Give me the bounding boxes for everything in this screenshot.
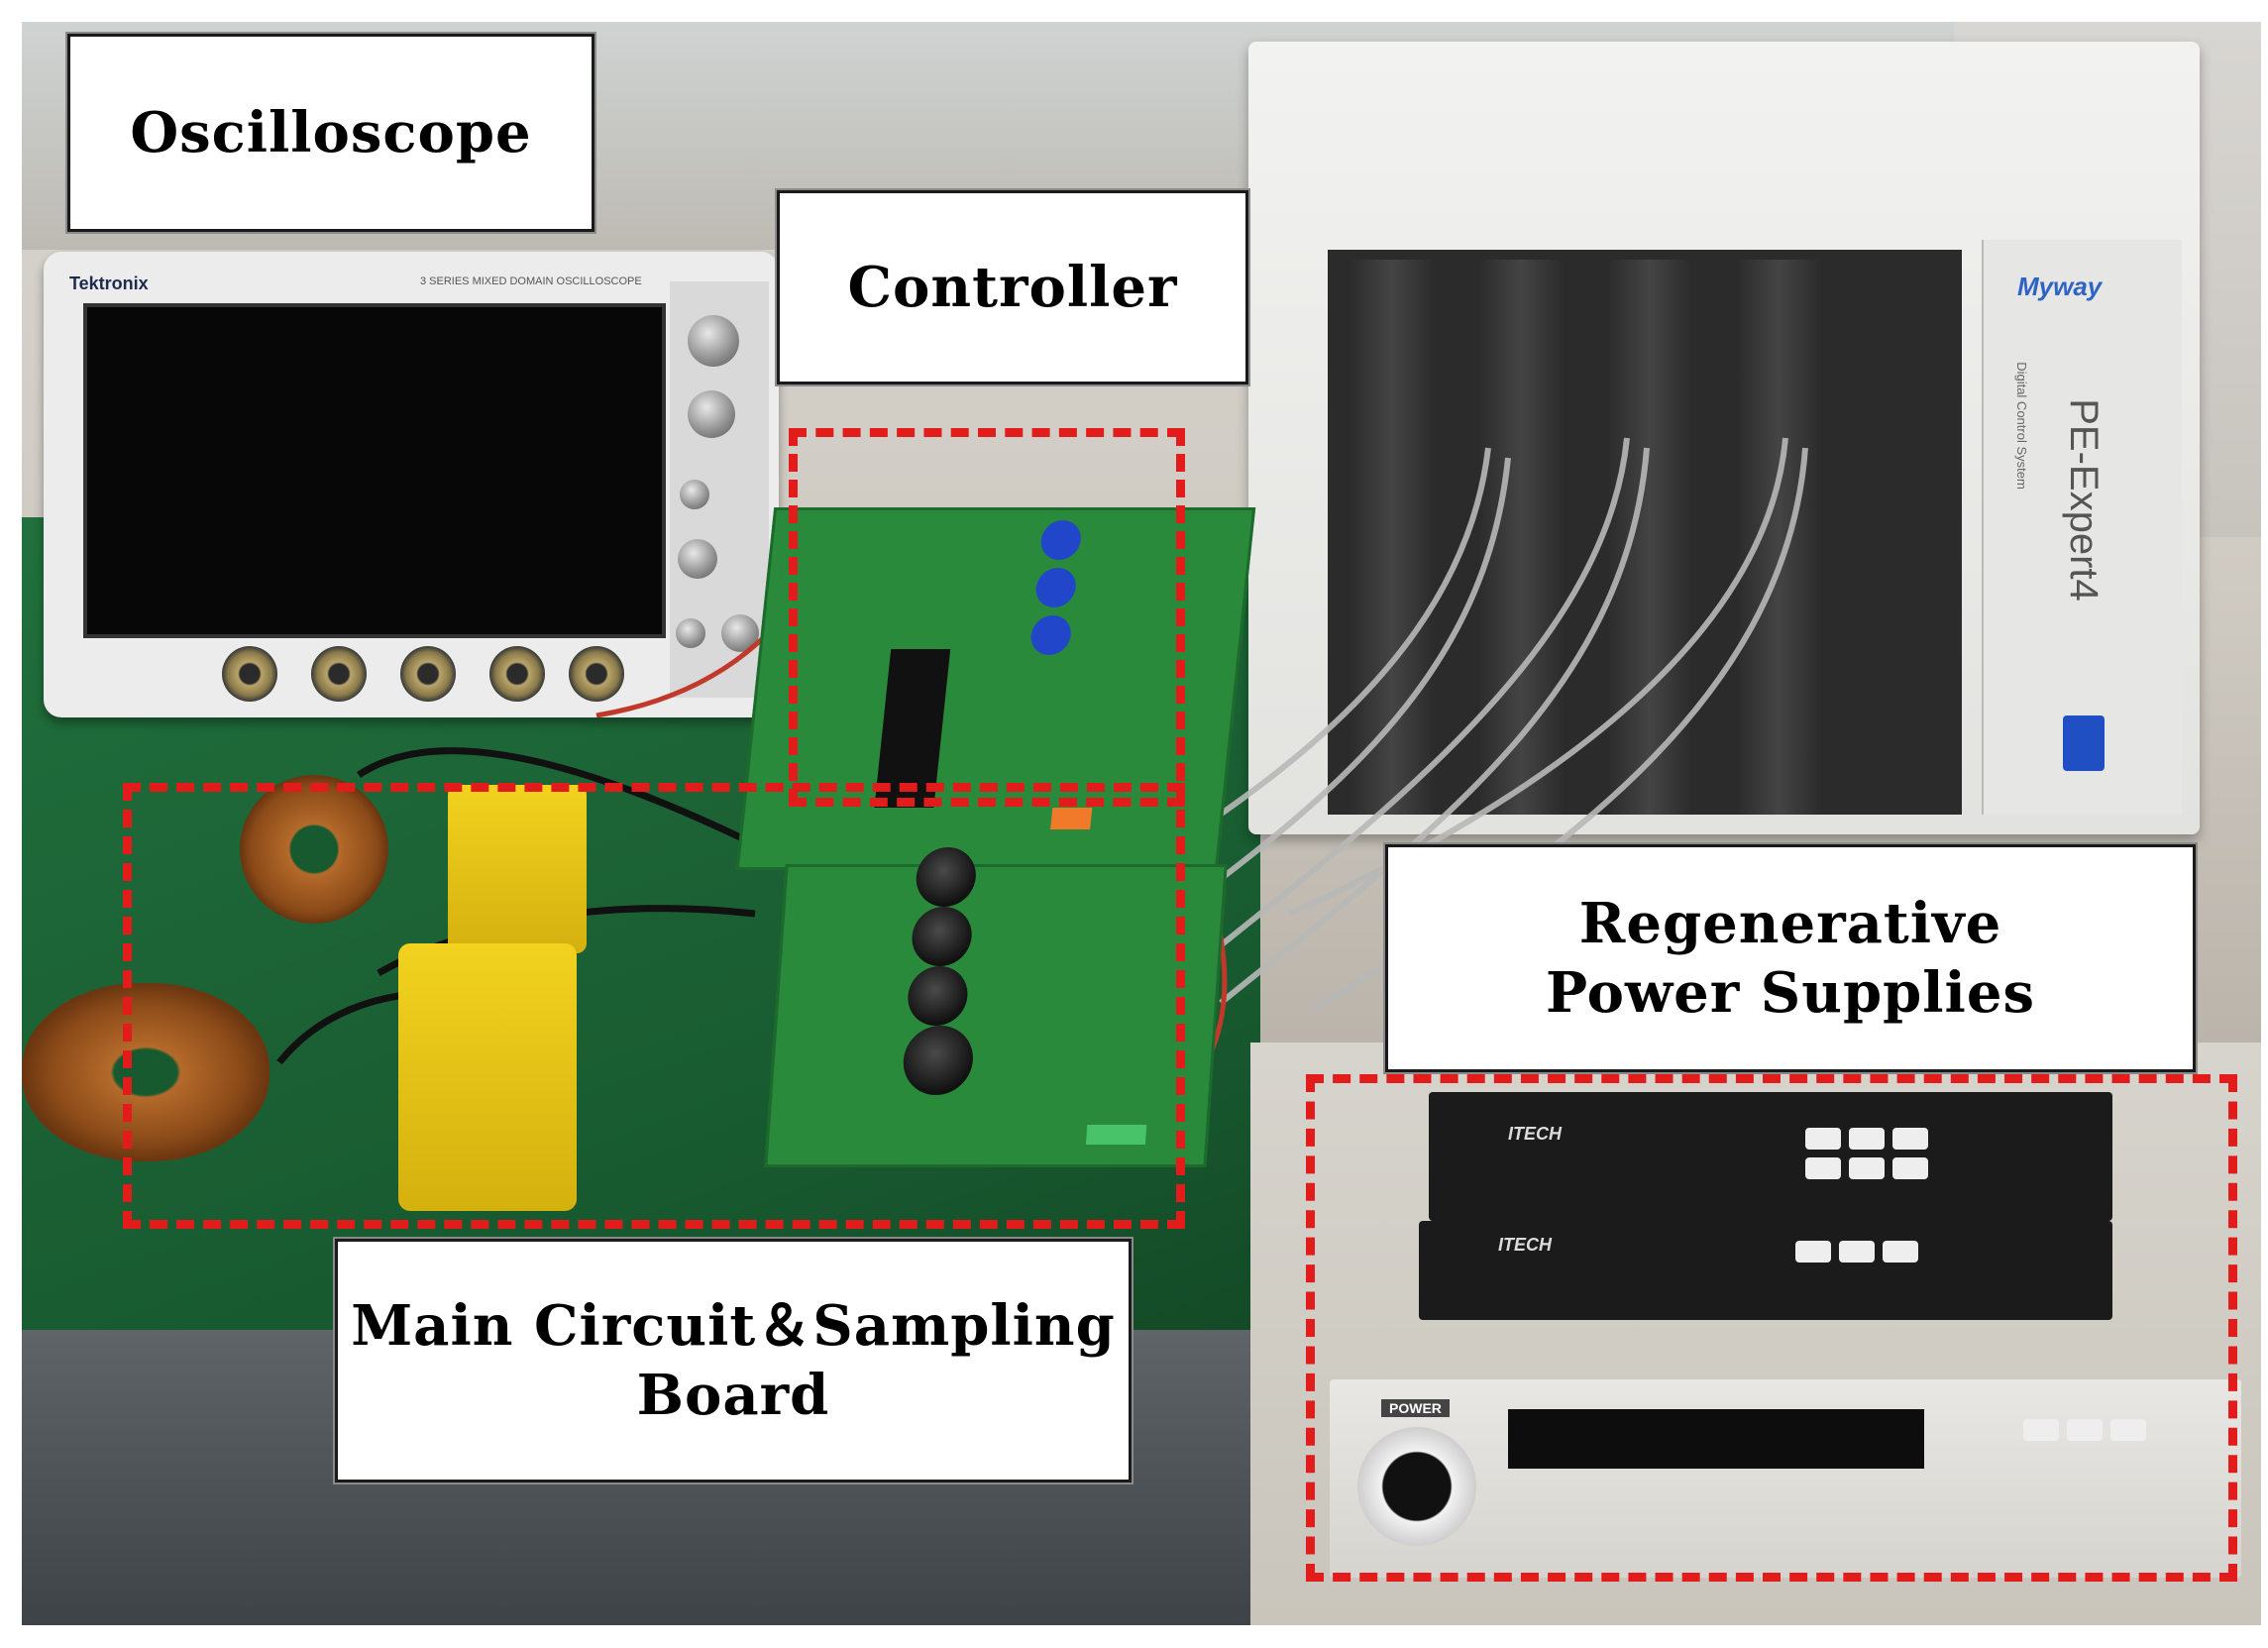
oscilloscope-brand: Tektronix <box>69 274 149 293</box>
controller-region-frame <box>789 428 1185 807</box>
scale-knob <box>678 539 717 579</box>
power-supply-unit-2: ITECH <box>1419 1221 2112 1320</box>
power-supply-1-brand: ITECH <box>1508 1124 1562 1144</box>
power-supplies-label: Regenerative Power Supplies <box>1385 844 2196 1072</box>
horizontal-position-knob <box>676 618 705 648</box>
oscilloscope-screen <box>83 303 666 638</box>
transformer-2 <box>398 943 577 1211</box>
level-knob <box>688 390 735 438</box>
main-board-label-line2: Board <box>636 1363 830 1428</box>
main-board-label-line1: Main Circuit＆Sampling <box>351 1293 1116 1359</box>
controller-card-3 <box>1605 260 1694 815</box>
channel-1-connector <box>222 646 277 702</box>
power-supplies-label-line1: Regenerative <box>1578 891 2002 956</box>
toroid-inductor-2 <box>22 983 270 1161</box>
oscilloscope-control-panel <box>670 281 769 698</box>
power-label: POWER <box>1381 1399 1450 1417</box>
oscilloscope-device: Tektronix 3 SERIES MIXED DOMAIN OSCILLOS… <box>44 252 779 717</box>
controller-power-switch <box>2063 715 2105 771</box>
oscilloscope-label: Oscilloscope <box>67 34 594 232</box>
transformer-1 <box>448 785 587 953</box>
keypad-key <box>1805 1157 1841 1179</box>
keypad-key <box>2023 1419 2059 1441</box>
power-supply-2-brand: ITECH <box>1498 1235 1552 1255</box>
power-supply-unit-1: ITECH <box>1429 1092 2112 1221</box>
controller-brand: Myway <box>2017 272 2103 301</box>
power-supply-unit-3: POWER <box>1330 1379 2241 1578</box>
channel-4-connector <box>489 646 545 702</box>
toroid-inductor-1 <box>240 775 388 924</box>
keypad-key <box>1805 1128 1841 1150</box>
power-rotary-switch <box>1357 1427 1476 1546</box>
keypad-key <box>1839 1241 1875 1263</box>
channel-2-connector <box>311 646 367 702</box>
keypad-key <box>1892 1157 1928 1179</box>
power-supplies-region-frame <box>1306 1074 2237 1582</box>
controller-card-4 <box>1734 260 1823 815</box>
power-supplies-label-line2: Power Supplies <box>1546 960 2035 1026</box>
keypad-key <box>1892 1128 1928 1150</box>
keypad-key <box>1795 1241 1831 1263</box>
keypad-key <box>2110 1419 2146 1441</box>
aux-connector <box>569 646 624 702</box>
keypad-key <box>1883 1241 1918 1263</box>
position-knob <box>680 480 709 509</box>
main-board-label: Main Circuit＆Sampling Board <box>335 1239 1132 1483</box>
channel-3-connector <box>400 646 456 702</box>
lab-setup-photo: Tektronix 3 SERIES MIXED DOMAIN OSCILLOS… <box>22 22 2261 1625</box>
oscilloscope-series: 3 SERIES MIXED DOMAIN OSCILLOSCOPE <box>420 275 642 287</box>
trigger-knob <box>688 315 739 367</box>
oscilloscope-label-text: Oscilloscope <box>130 100 532 165</box>
controller-chassis: Myway PE-Expert4 Digital Control System <box>1248 42 2200 834</box>
main-circuit-region-frame <box>123 783 1185 1229</box>
power-supply-display <box>1508 1409 1924 1469</box>
controller-label: Controller <box>777 190 1248 385</box>
keypad-key <box>1849 1128 1885 1150</box>
controller-label-text: Controller <box>847 255 1178 320</box>
keypad-key <box>1849 1157 1885 1179</box>
keypad-key <box>2067 1419 2103 1441</box>
